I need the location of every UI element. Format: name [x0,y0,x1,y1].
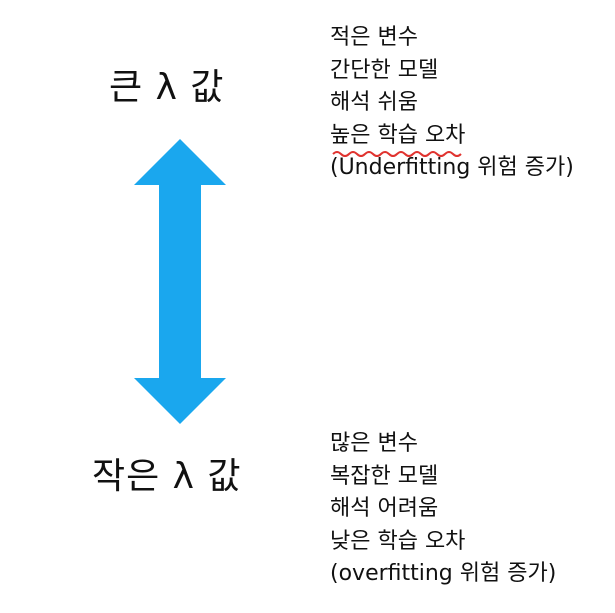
description-line: 많은 변수 [330,431,418,456]
small-lambda-description: 많은 변수 복잡한 모델 해석 어려움 낮은 학습 오차 (overfittin… [330,428,556,591]
description-line: 높은 학습 오차 [330,122,466,148]
small-lambda-label: 작은 λ 값 [92,456,242,497]
description-line: 적은 변수 [330,25,418,50]
description-line: 해석 어려움 [330,496,439,521]
squiggle-path [332,151,462,157]
description-line: (Underfitting 위험 증가) [330,155,574,180]
large-lambda-label: 큰 λ 값 [109,67,225,108]
description-line: 복잡한 모델 [330,463,439,489]
description-line: (overfitting 위험 증가) [330,561,557,586]
description-line: 낮은 학습 오차 [330,528,466,554]
description-line: 간단한 모델 [330,57,439,83]
arrow-shape [134,139,226,424]
large-lambda-description: 적은 변수 간단한 모델 해석 쉬움 높은 학습 오차 (Underfittin… [330,22,574,185]
description-line: 해석 쉬움 [330,90,418,115]
